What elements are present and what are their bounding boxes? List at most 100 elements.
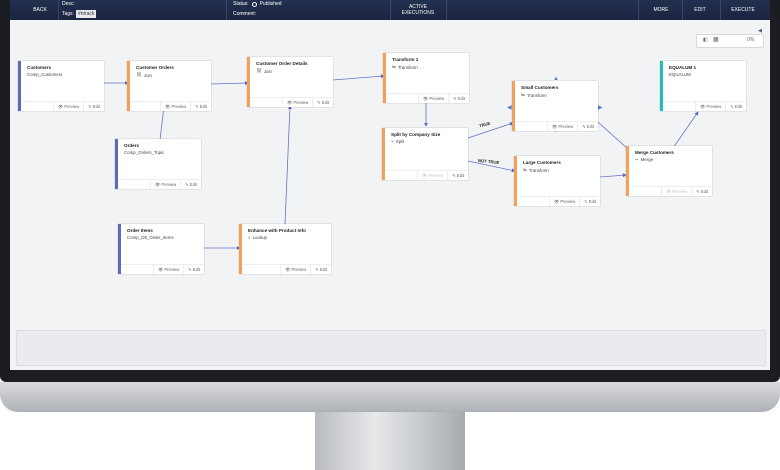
node-large-customers[interactable]: Large Customers ⇆Transform 👁Preview ✎Edi…	[514, 156, 600, 206]
edit-node-button[interactable]: ✎Edit	[183, 265, 204, 274]
back-button[interactable]: BACK	[33, 7, 47, 13]
preview-button[interactable]: 👁Preview	[150, 180, 180, 189]
node-title: Customers	[27, 65, 51, 70]
comment-label: Comment:	[233, 11, 257, 17]
node-small-customers[interactable]: Small Customers ⇆Transform 👁Preview ✎Edi…	[512, 81, 598, 131]
node-subtitle: ⇆Transform	[392, 64, 418, 70]
preview-label: Preview	[64, 104, 80, 109]
more-button[interactable]: MORE	[653, 7, 669, 13]
wire-split-to-small	[467, 122, 514, 139]
status-label: Status:	[233, 1, 249, 7]
eye-icon: 👁	[287, 99, 293, 105]
node-type: Transform	[528, 167, 549, 173]
node-subtitle: Comp_Customers	[27, 72, 63, 77]
wire-enhance-to-details	[284, 105, 292, 225]
expand-right-icon[interactable]: ▶	[598, 105, 603, 111]
pencil-icon: ✎	[453, 96, 457, 101]
preview-button[interactable]: 👁Preview	[153, 265, 183, 274]
pencil-icon: ✎	[730, 104, 734, 109]
node-footer: 👁Preview ✎Edit	[629, 186, 712, 196]
eye-icon: 👁	[666, 188, 672, 194]
collapse-panel-icon[interactable]: ◀	[758, 28, 762, 34]
node-subtitle: ⛓Join	[136, 72, 152, 78]
expand-down-icon[interactable]: ▼	[553, 128, 559, 134]
edit-label: Edit	[586, 124, 594, 129]
preview-button[interactable]: 👁Preview	[418, 94, 448, 103]
preview-button[interactable]: 👁Preview	[547, 122, 577, 131]
edit-node-button[interactable]: ✎Edit	[190, 102, 211, 111]
preview-button[interactable]: 👁Preview	[549, 197, 579, 206]
node-customers[interactable]: Customers Comp_Customers 👁Preview ✎Edit	[18, 61, 104, 111]
node-title: Enhance with Product Info	[248, 228, 306, 233]
edit-label: Edit	[321, 100, 329, 105]
zoom-value: 0%	[747, 37, 755, 43]
eye-icon: 👁	[552, 123, 558, 129]
node-type: Lookup	[252, 235, 267, 240]
pencil-icon: ✎	[195, 104, 199, 109]
eye-icon: 👁	[285, 266, 291, 272]
node-order-items[interactable]: Order Items Comp_Olt_Order_Items 👁Previe…	[118, 224, 204, 274]
pipeline-canvas[interactable]: TRUE NOT TRUE ▲ ▼ ◀ ▶ Customers Comp_Cus…	[10, 20, 770, 330]
wire-customer-orders-to-details	[209, 81, 249, 86]
toolbar-divider	[226, 0, 227, 20]
lookup-icon: ⌕	[248, 235, 251, 240]
node-orders[interactable]: Orders Comp_Orders_Topic 👁Preview ✎Edit	[115, 139, 201, 189]
node-merge-customers[interactable]: Merge Customers ⤳Merge 👁Preview ✎Edit	[626, 146, 712, 196]
preview-button[interactable]: 👁Preview	[282, 98, 312, 107]
grid-view-icon[interactable]: ▦	[713, 37, 719, 43]
execute-button[interactable]: EXECUTE	[731, 7, 755, 13]
zoom-control[interactable]: ◧ ▦ 0%	[696, 34, 764, 48]
preview-button[interactable]: 👁Preview	[160, 102, 190, 111]
node-customer-order-details[interactable]: Customer Order Details ⛓Join 👁Preview ✎E…	[247, 57, 333, 107]
edit-button[interactable]: EDIT	[694, 7, 706, 13]
node-type: Transform	[397, 64, 418, 70]
eye-icon: 👁	[165, 103, 171, 109]
node-split-by-company-size[interactable]: Split by Company Size ⑂Split 👁Preview ✎E…	[382, 128, 468, 180]
edit-node-button[interactable]: ✎Edit	[180, 180, 201, 189]
edit-node-button[interactable]: ✎Edit	[83, 102, 104, 111]
preview-button[interactable]: 👁Preview	[695, 102, 725, 111]
eye-icon: 👁	[554, 198, 560, 204]
node-title: Large Customers	[523, 160, 561, 165]
preview-button[interactable]: 👁Preview	[661, 187, 691, 196]
eye-icon: 👁	[58, 103, 64, 109]
expand-left-icon[interactable]: ◀	[507, 105, 512, 111]
node-footer: 👁Preview ✎Edit	[515, 121, 598, 131]
tag-chip[interactable]: #ntrack	[75, 10, 97, 18]
preview-button[interactable]: 👁Preview	[53, 102, 83, 111]
node-transform-1[interactable]: Transform 1 ⇆Transform 👁Preview ✎Edit	[383, 53, 469, 103]
expand-up-icon[interactable]: ▲	[553, 76, 559, 82]
toolbar-divider	[446, 0, 447, 20]
toolbar-divider	[390, 0, 391, 20]
node-equalum-1[interactable]: EQUALUM 1 EQUALUM 👁Preview ✎Edit	[660, 61, 746, 111]
edit-node-button[interactable]: ✎Edit	[312, 98, 333, 107]
edit-node-button[interactable]: ✎Edit	[725, 102, 746, 111]
app-screen: BACK Desc: Tags: #ntrack Status: Publish…	[10, 0, 770, 370]
edit-node-button[interactable]: ✎Edit	[448, 94, 469, 103]
node-type: Join	[263, 68, 272, 74]
edit-node-button[interactable]: ✎Edit	[579, 197, 600, 206]
active-executions-button[interactable]: ACTIVE EXECUTIONS	[401, 4, 435, 16]
edit-node-button[interactable]: ✎Edit	[691, 187, 712, 196]
edit-node-button[interactable]: ✎Edit	[577, 122, 598, 131]
edit-label: Edit	[734, 104, 742, 109]
edit-node-button[interactable]: ✎Edit	[310, 265, 331, 274]
edit-node-button[interactable]: ✎Edit	[447, 171, 468, 180]
pencil-icon: ✎	[88, 104, 92, 109]
fit-screen-icon[interactable]: ◧	[703, 37, 708, 43]
node-customer-orders[interactable]: Customer Orders ⛓Join 👁Preview ✎Edit	[127, 61, 211, 111]
node-footer: 👁Preview ✎Edit	[242, 264, 331, 274]
preview-button[interactable]: 👁Preview	[280, 265, 310, 274]
node-footer: 👁Preview ✎Edit	[130, 101, 211, 111]
wire-merge-to-equalum	[672, 111, 699, 149]
preview-label: Preview	[558, 124, 574, 129]
eye-icon: 👁	[700, 103, 706, 109]
node-enhance-with-product-info[interactable]: Enhance with Product Info ⌕Lookup 👁Previ…	[239, 224, 331, 274]
preview-label: Preview	[428, 173, 444, 178]
connection-wires	[104, 74, 699, 250]
pencil-icon: ✎	[582, 124, 586, 129]
node-type: Merge	[640, 157, 654, 162]
preview-label: Preview	[161, 182, 177, 187]
preview-button[interactable]: 👁Preview	[417, 171, 447, 180]
top-toolbar: BACK Desc: Tags: #ntrack Status: Publish…	[10, 0, 770, 20]
